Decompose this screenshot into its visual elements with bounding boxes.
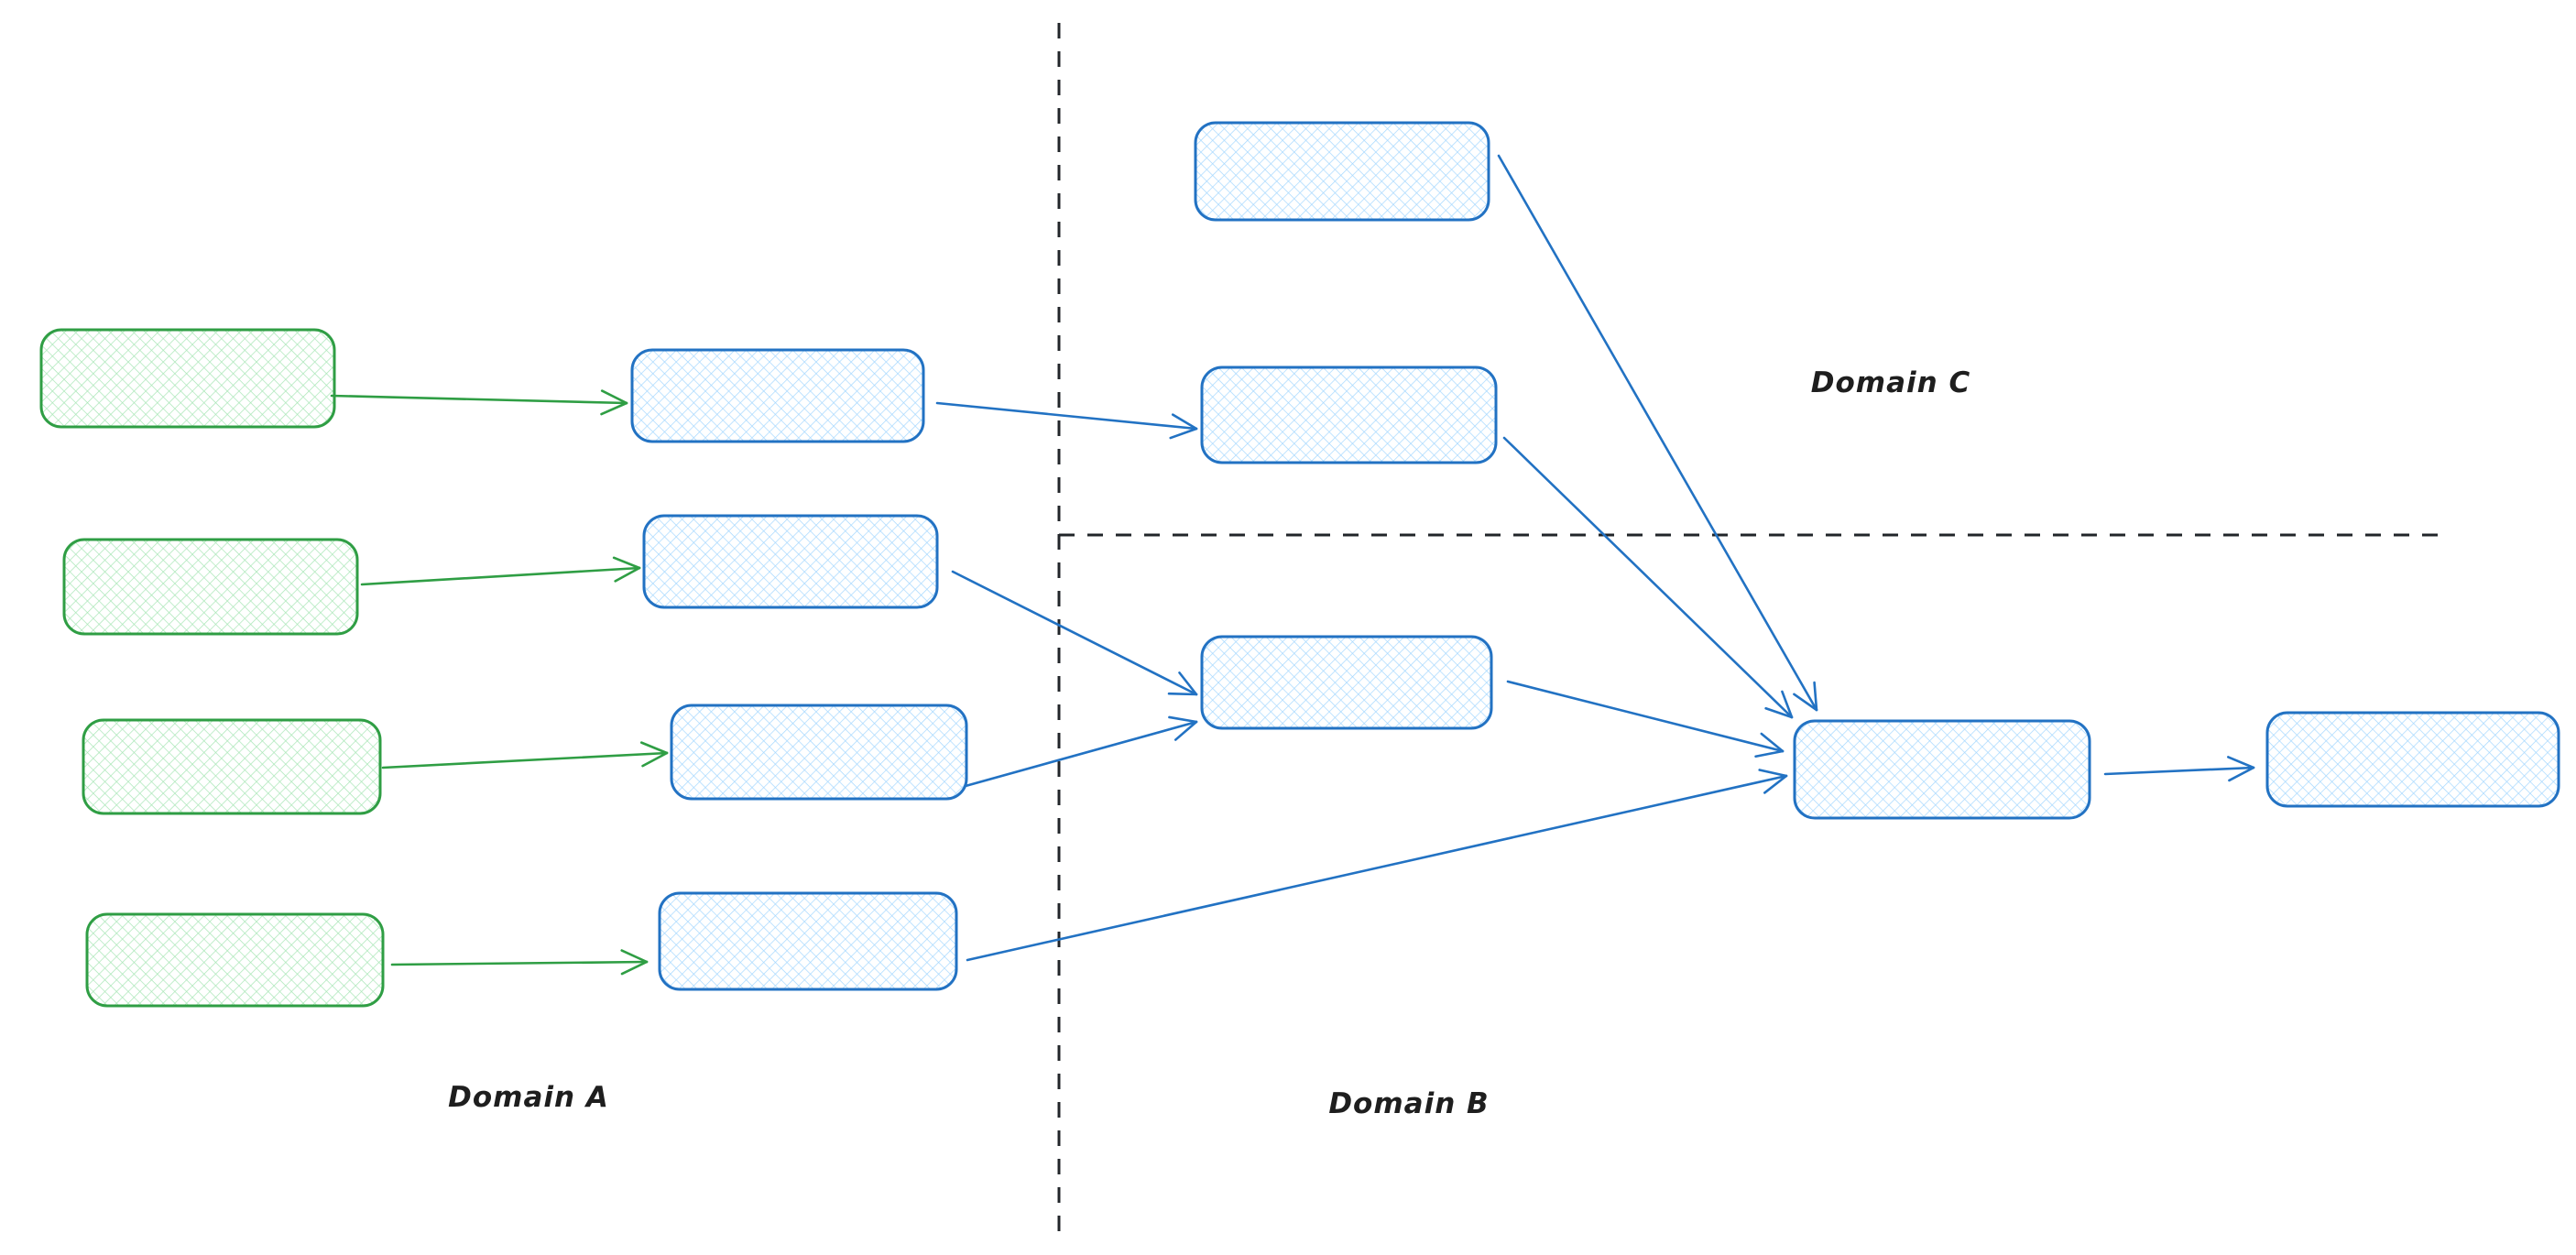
edge-bnode1-hub-arrowhead-upper	[1754, 749, 1785, 758]
node-domain-a-node-3	[670, 704, 968, 801]
edge-node4-hub-arrowhead-lower	[1758, 769, 1788, 778]
edges-layer	[330, 154, 2255, 976]
edge-source2-node2	[360, 556, 641, 586]
edge-source3-node3	[381, 741, 669, 769]
node-domain-c-node-2	[1200, 366, 1498, 464]
edge-bnode1-hub-line	[1506, 680, 1785, 753]
edge-bnode1-hub	[1506, 680, 1785, 758]
edge-cnode1-hub-arrowhead-lower	[1813, 681, 1818, 712]
dividers-layer	[1057, 23, 2446, 1239]
edge-source4-node4-arrowhead-upper	[620, 960, 649, 976]
node-domain-a-source-3	[82, 718, 382, 815]
node-domain-c-node-1	[1194, 121, 1490, 222]
domain-b-label: Domain B	[1328, 1087, 1489, 1120]
edge-cnode2-hub	[1502, 436, 1794, 719]
node-domain-a-node-4	[658, 891, 958, 991]
edge-node2-bnode1	[951, 570, 1198, 696]
node-domain-a-source-2	[62, 538, 359, 636]
edge-node3-bnode1-arrowhead-lower	[1168, 715, 1198, 724]
node-domain-b-hub-node	[1793, 719, 2091, 820]
edge-node2-bnode1-arrowhead-upper	[1167, 692, 1198, 696]
edge-hub-out	[2103, 756, 2255, 782]
edge-source1-node1-arrowhead-lower	[600, 389, 628, 405]
edge-node1-cnode2-line	[935, 401, 1198, 431]
edge-source3-node3-line	[381, 751, 669, 769]
edge-source3-node3-arrowhead-upper	[641, 751, 669, 768]
node-domain-a-source-1	[39, 328, 336, 429]
edge-bnode1-hub-arrowhead-lower	[1760, 732, 1785, 753]
edge-node3-bnode1-arrowhead-upper	[1173, 720, 1198, 741]
edge-node4-hub-line	[966, 774, 1788, 962]
edge-cnode1-hub-line	[1497, 154, 1818, 712]
node-domain-b-node-1	[1200, 635, 1493, 730]
edge-cnode1-hub	[1497, 154, 1818, 712]
edge-source4-node4-arrowhead-lower	[620, 949, 649, 964]
nodes-layer	[39, 121, 2560, 1008]
edge-source4-node4-line	[390, 960, 649, 966]
edge-node2-bnode1-line	[951, 570, 1198, 696]
edge-node1-cnode2-arrowhead-upper	[1169, 427, 1198, 440]
edge-node1-cnode2	[935, 401, 1198, 440]
edge-cnode1-hub-arrowhead-upper	[1793, 693, 1818, 712]
edge-node3-bnode1-line	[964, 720, 1198, 788]
edge-source1-node1-line	[330, 394, 628, 405]
edge-node4-hub-arrowhead-upper	[1763, 774, 1788, 794]
edge-cnode2-hub-arrowhead-lower	[1781, 690, 1794, 719]
node-domain-a-node-1	[630, 348, 925, 443]
node-domain-a-node-2	[642, 514, 939, 609]
edge-node4-hub	[966, 769, 1788, 962]
edge-cnode2-hub-line	[1502, 436, 1794, 719]
node-domain-b-out-node	[2265, 711, 2560, 808]
node-domain-a-source-4	[85, 912, 385, 1008]
edge-source2-node2-arrowhead-lower	[612, 556, 641, 570]
edge-source1-node1	[330, 389, 628, 416]
edge-source4-node4	[390, 949, 649, 976]
edge-node2-bnode1-arrowhead-lower	[1178, 671, 1198, 696]
edge-source1-node1-arrowhead-upper	[600, 401, 628, 416]
edge-node3-bnode1	[964, 715, 1198, 788]
edge-cnode2-hub-arrowhead-upper	[1764, 706, 1794, 719]
domain-a-label: Domain A	[448, 1081, 609, 1114]
edge-source3-node3-arrowhead-lower	[639, 741, 669, 755]
edge-hub-out-arrowhead-upper	[2228, 766, 2255, 782]
edge-source2-node2-line	[360, 566, 641, 586]
edge-node1-cnode2-arrowhead-lower	[1171, 413, 1198, 431]
edge-hub-out-arrowhead-lower	[2227, 756, 2255, 769]
domain-c-label: Domain C	[1811, 366, 1971, 399]
edge-hub-out-line	[2103, 766, 2255, 776]
edge-source2-node2-arrowhead-upper	[614, 566, 641, 583]
